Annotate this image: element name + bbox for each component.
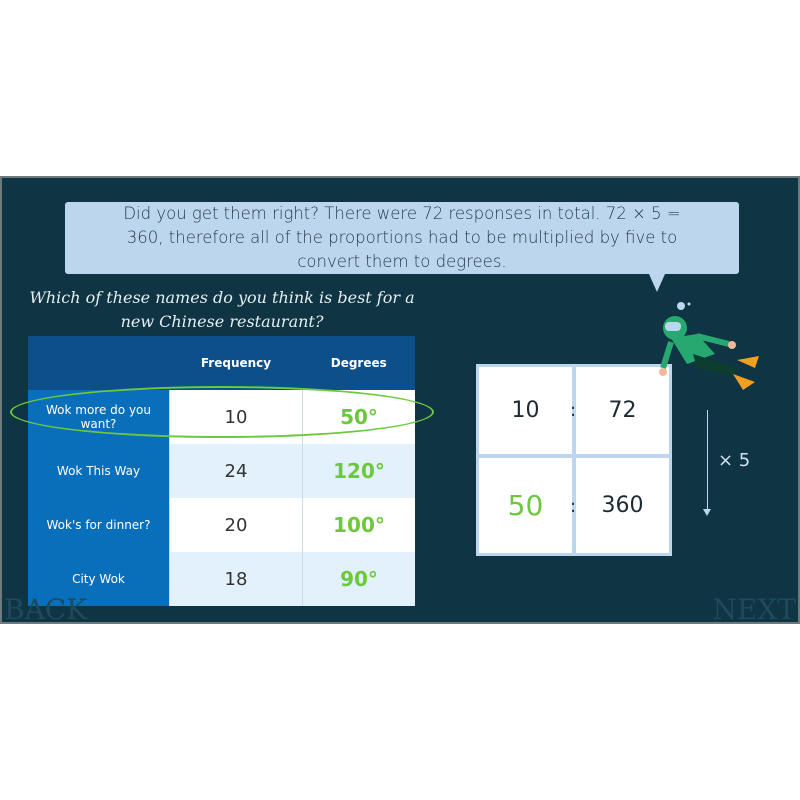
ratio-colon: : xyxy=(570,400,577,421)
highlight-oval xyxy=(10,386,434,438)
row-frequency: 24 xyxy=(169,444,303,498)
row-degrees: 90° xyxy=(302,552,415,606)
ratio-top-right: 72 xyxy=(576,367,669,454)
row-degrees: 100° xyxy=(302,498,415,552)
ratio-grid: 10 72 50 360 xyxy=(476,364,672,556)
ratio-bottom-left: 50 xyxy=(479,458,572,553)
multiplier-label: × 5 xyxy=(718,450,751,471)
row-frequency: 18 xyxy=(169,552,303,606)
row-name: Wok This Way xyxy=(28,444,170,498)
ratio-bottom-right: 360 xyxy=(576,458,669,553)
explanation-text: Did you get them right? There were 72 re… xyxy=(123,204,681,271)
back-button[interactable]: BACK xyxy=(4,593,88,626)
header-frequency: Frequency xyxy=(169,336,303,390)
ratio-top-left: 10 xyxy=(479,367,572,454)
slide: Did you get them right? There were 72 re… xyxy=(0,176,800,626)
question-text: Which of these names do you think is bes… xyxy=(29,288,415,331)
row-degrees: 120° xyxy=(302,444,415,498)
next-button[interactable]: NEXT xyxy=(712,593,796,626)
row-frequency: 20 xyxy=(169,498,303,552)
diver-illustration-icon xyxy=(659,302,759,390)
down-arrow-icon xyxy=(703,410,711,516)
explanation-bubble: Did you get them right? There were 72 re… xyxy=(65,202,739,292)
header-name xyxy=(28,336,170,390)
header-degrees: Degrees xyxy=(302,336,415,390)
row-name: City Wok xyxy=(28,552,170,606)
row-name: Wok's for dinner? xyxy=(28,498,170,552)
ratio-colon: : xyxy=(570,496,577,517)
